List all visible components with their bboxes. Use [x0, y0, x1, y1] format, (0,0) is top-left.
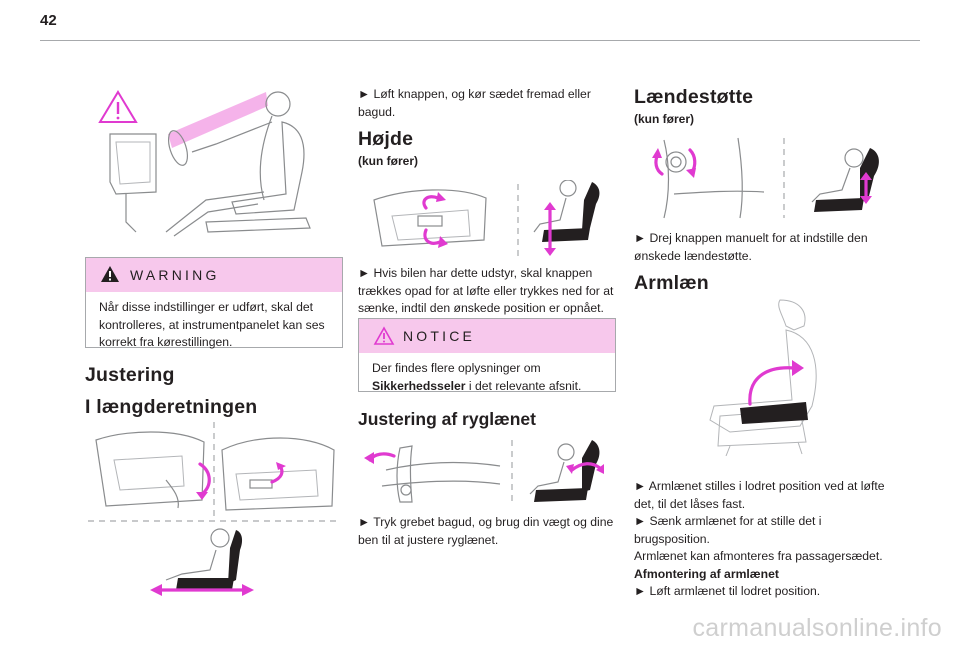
- watermark: carmanualsonline.info: [692, 614, 942, 642]
- notice-text-before: Der findes flere oplysninger om: [372, 361, 541, 375]
- heading-armlaen: Armlæn: [634, 272, 709, 294]
- warning-label: WARNING: [130, 267, 220, 283]
- para-laendestoette: ► Drej knappen manuelt for at indstille …: [634, 231, 868, 263]
- heading-hoejde: Højde: [358, 128, 414, 150]
- heading-laendestoette: Lændestøtte: [634, 86, 754, 108]
- notice-text: Der findes flere oplysninger om Sikkerhe…: [372, 360, 602, 395]
- height-adjust-illustration: [368, 180, 608, 258]
- armlaen-line-2: ► Sænk armlænet for at stille det i brug…: [634, 514, 822, 546]
- armrest-illustration: [690, 296, 840, 456]
- top-rule: [40, 40, 920, 41]
- para-hoejde: ► Hvis bilen har dette udstyr, skal knap…: [358, 266, 614, 315]
- subheading-kun-foerer-laende: (kun fører): [634, 112, 694, 126]
- notice-box-header: NOTICE: [359, 319, 615, 353]
- driver-position-illustration: [96, 82, 336, 242]
- heading-laengderetningen: I længderetningen: [85, 396, 258, 418]
- warning-box: WARNING Når disse indstillinger er udfør…: [85, 257, 343, 349]
- armlaen-line-1: ► Armlænet stilles i lodret position ved…: [634, 479, 885, 511]
- notice-box: NOTICE Der findes flere oplysninger om S…: [358, 318, 616, 395]
- armlaen-line-3: Armlænet kan afmonteres fra passagersæde…: [634, 549, 883, 563]
- warning-triangle-icon: [98, 90, 138, 123]
- para-ryglaenet: ► Tryk grebet bagud, og brug din vægt og…: [358, 515, 614, 547]
- para-loeft-knappen: ► Løft knappen, og kør sædet fremad elle…: [358, 87, 591, 119]
- notice-label: NOTICE: [403, 328, 476, 344]
- backrest-adjust-illustration: [360, 436, 610, 506]
- armlaen-bold-heading: Afmontering af armlænet: [634, 566, 779, 581]
- warning-text: Når disse indstillinger er udført, skal …: [99, 300, 325, 349]
- subheading-kun-foerer-hoejde: (kun fører): [358, 154, 418, 168]
- notice-triangle-icon: [373, 326, 395, 346]
- notice-text-after: i det relevante afsnit.: [465, 378, 582, 393]
- longitudinal-adjust-illustration: [86, 420, 341, 600]
- notice-text-bold: Sikkerhedsseler: [372, 378, 466, 393]
- lumbar-support-illustration: [634, 134, 886, 220]
- warning-box-header: WARNING: [86, 258, 342, 292]
- page-number: 42: [40, 12, 57, 29]
- heading-justering: Justering: [85, 364, 175, 386]
- armlaen-line-last: ► Løft armlænet til lodret position.: [634, 584, 821, 598]
- warning-icon: [100, 265, 120, 283]
- heading-justering-ryglaenet: Justering af ryglænet: [358, 409, 536, 429]
- armlaen-text-block: ► Armlænet stilles i lodret position ved…: [634, 478, 888, 601]
